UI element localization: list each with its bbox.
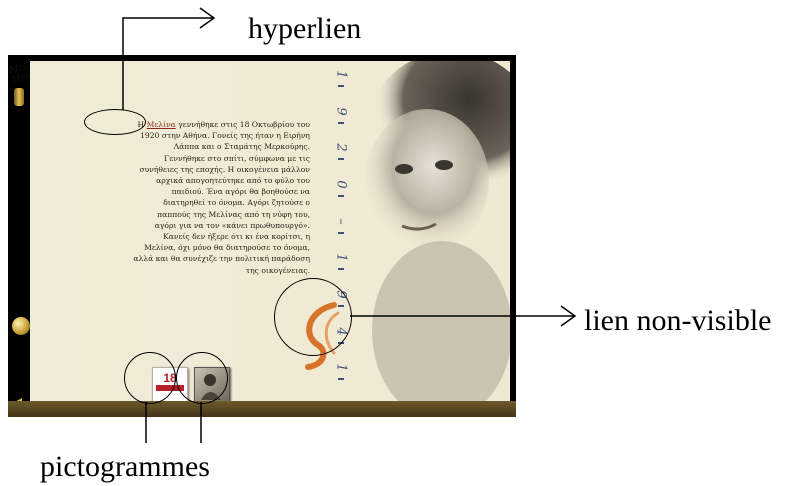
bio-line: Λάππα και ο Σταμάτης Μερκούρης. <box>173 142 310 152</box>
bio-line: αρχικά απογοητεύτηκε από το φύλο του <box>156 176 310 186</box>
child-portrait-image <box>365 61 510 401</box>
bio-line: παιδιού. Ένα αγόρι θα βοηθούσε να <box>171 187 310 197</box>
bio-line: παππούς της Μελίνας από τη νύφη του, <box>157 209 310 219</box>
bio-line: Κανείς δεν ήξερε ότι κι ένα κορίτσι, η <box>163 232 310 242</box>
vertical-title-dash <box>338 85 344 87</box>
vertical-title-dash <box>338 121 344 124</box>
calendar-pictogram-circle <box>124 352 176 404</box>
vertical-title-dash <box>338 378 344 381</box>
biography-text: Η Μελίνα γεννήθηκε στις 18 Οκτωβρίου του… <box>80 119 310 276</box>
app-window: Μελίνα Μερκούρη Η Μελίνα γεννήθηκε στις … <box>8 55 516 417</box>
hyperlink-annotation-label: hyperlien <box>248 12 362 45</box>
right-rail <box>510 55 516 417</box>
bio-line: αγόρι για να τον «κάνει πρωθυπουργό». <box>154 220 310 230</box>
bio-line: διατηρηθεί το όνομα. Αγόρι ζητούσε ο <box>163 198 310 208</box>
bio-line: 1920 στην Αθήνα. Γονείς της ήταν η Ειρήν… <box>140 131 310 141</box>
vertical-title-dash <box>338 158 344 161</box>
bio-line: αλλά και θα συνέχιζε την πολιτική παράδο… <box>133 254 310 264</box>
pictograms-annotation-label: pictogrammes <box>40 450 210 483</box>
melina-hyperlink[interactable]: Μελίνα <box>146 120 176 129</box>
bio-line: Μελίνα, όχι μόνο θα διατηρούσε το όνομα, <box>144 243 310 253</box>
vertical-title-dash <box>338 195 344 197</box>
bio-line: γεννήθηκε στις 18 Οκτωβρίου του <box>178 120 310 129</box>
hyperlink-highlight-circle <box>84 109 146 135</box>
vertical-title-dash <box>338 268 344 271</box>
bio-line: Γεννήθηκε στο σπίτι, σύμφωνα με τις <box>164 153 310 163</box>
hidden-link-annotation-label: lien non-visible <box>584 304 772 337</box>
bio-line: της οικογένειας. <box>245 265 310 275</box>
vertical-title-dash <box>338 231 344 234</box>
bottom-bar <box>8 401 516 417</box>
bio-lines: γεννήθηκε στις 18 Οκτωβρίου του 1920 στην… <box>133 120 310 275</box>
bio-line: συνήθειες της εποχής. Η οικογένεια μάλλο… <box>139 164 310 174</box>
gold-knob-icon[interactable] <box>12 317 30 335</box>
bookmark-tab-icon[interactable] <box>14 88 24 106</box>
hidden-link-highlight-circle <box>274 278 352 356</box>
photo-pictogram-circle <box>176 352 228 404</box>
